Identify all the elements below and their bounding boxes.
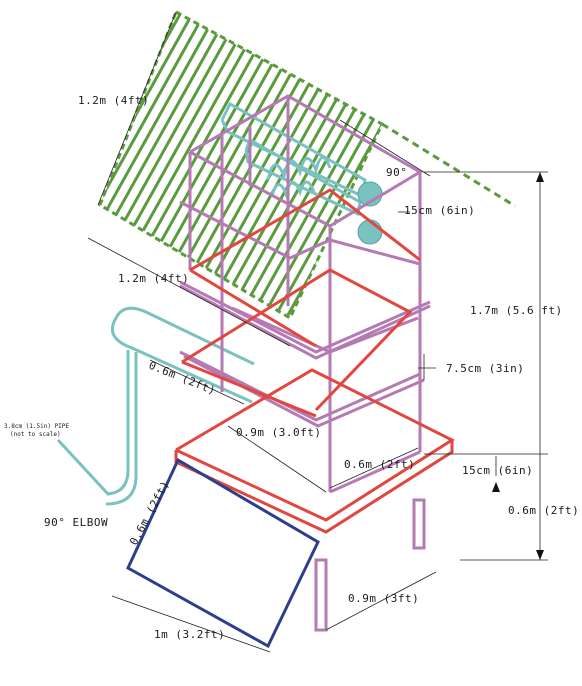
red-frame [174,188,456,534]
dimension-labels: 1.2m (4ft) 1.2m (4ft) 90° 15cm (6in) 1.7… [4,94,579,641]
label-base-depth: 0.9m (3ft) [348,592,419,605]
label-rail-height: 7.5cm (3in) [446,362,524,375]
frame-brace [231,306,419,354]
frame-base [329,450,421,494]
red-middle-edge [181,360,317,418]
solar-panel [0,0,516,340]
label-frame-length: 0.9m (3.0ft) [236,426,321,439]
label-tray-length: 1m (3.2ft) [154,628,225,641]
hatch-line [236,12,382,318]
hatch-line [224,12,382,318]
label-pipe-note-2: (not to scale) [10,431,61,438]
pipe-end-lower [357,219,383,245]
label-pipe-note-1: 3.8cm (1.5in) PIPE [4,423,69,430]
panel-hatch [0,0,382,340]
hatch-line [100,12,202,318]
hatch-line [100,12,130,318]
hatch-line [0,0,44,340]
hatch-line [100,12,214,318]
panel-extension-line [381,122,516,208]
collector-coils-lower [270,180,316,199]
hatch-line [0,0,32,340]
red-top-edge [189,268,317,348]
label-leg-height: 0.6m (2ft) [508,504,579,517]
supply-pipe [111,306,255,404]
label-leg-offset: 15cm (6in) [462,464,533,477]
hatch-line [100,12,142,318]
leg-right [412,498,426,550]
red-middle [181,268,413,412]
blue-tray [126,457,320,649]
hatch-line [0,0,20,340]
dimension-lines [87,11,548,653]
label-total-height: 1.7m (5.6 ft) [470,304,563,317]
hatch-line [0,0,80,340]
frame-lower [179,350,421,422]
hatch-line [0,0,68,340]
hatch-line [100,12,118,318]
hatch-line [0,0,8,340]
hatch-line [100,12,106,318]
hatch-line [100,12,226,318]
red-base-front [174,440,454,534]
label-panel-length: 1.2m (4ft) [78,94,149,107]
label-pipe-diameter: 15cm (6in) [404,204,475,217]
hatch-line [332,12,382,318]
hatch-line [260,12,382,318]
down-pipe [56,350,130,496]
hatch-line [0,0,56,340]
frame-shelf-edge [179,284,431,360]
hatch-line [100,12,262,318]
hatch-line [100,12,250,318]
hatch-line [0,0,92,340]
red-top-edge [189,188,421,272]
down-pipe-inner [105,352,138,506]
frame-shelf [179,280,431,354]
hatch-line [100,12,238,318]
collector-coils [266,156,332,182]
leg-front [314,558,328,632]
hatch-line [100,12,178,318]
label-frame-width: 0.6m (2ft) [344,458,415,471]
frame-mid [179,200,421,266]
label-elbow: 90° ELBOW [44,516,108,529]
red-base-frame [175,368,456,522]
label-panel-width: 1.2m (4ft) [118,272,189,285]
hatch-line [344,12,382,318]
label-angle: 90° [386,166,407,179]
